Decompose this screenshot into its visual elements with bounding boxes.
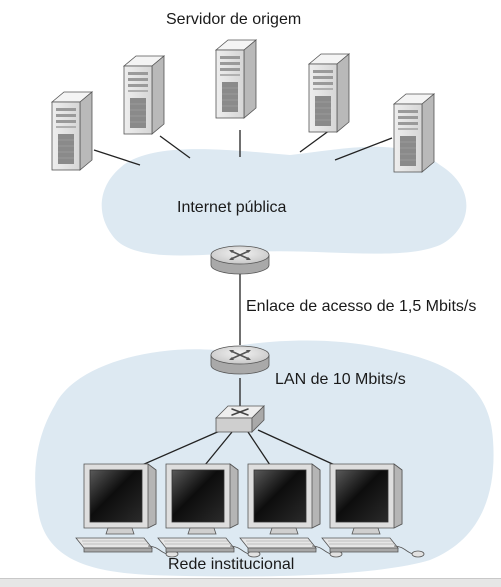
origin-servers-label: Servidor de origem <box>166 11 302 28</box>
institutional-network-label: Rede institucional <box>168 556 295 573</box>
origin-server-3-icon <box>215 39 257 119</box>
origin-server-4-icon <box>308 53 350 133</box>
institutional-router-icon <box>210 345 270 375</box>
public-internet-label: Internet pública <box>177 199 287 216</box>
lan-label: LAN de 10 Mbits/s <box>275 371 406 388</box>
access-link-label: Enlace de acesso de 1,5 Mbits/s <box>246 298 477 315</box>
origin-server-1-icon <box>51 91 93 171</box>
public-internet-cloud <box>101 146 467 256</box>
lan-switch-icon <box>215 405 265 433</box>
internet-router-icon <box>210 245 270 275</box>
bottom-border <box>0 578 501 587</box>
server-links <box>93 129 393 166</box>
origin-server-2-icon <box>123 55 165 135</box>
origin-server-5-icon <box>393 93 435 173</box>
